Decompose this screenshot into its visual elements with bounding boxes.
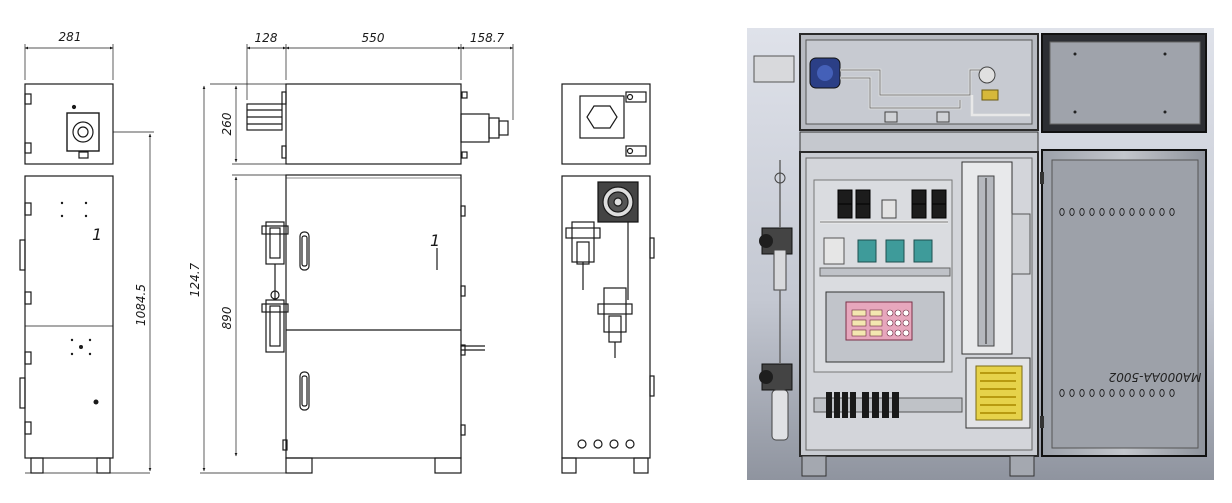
dim-pipe-extension: 128 bbox=[255, 31, 278, 45]
dim-right-extension: 158.7 bbox=[470, 31, 505, 45]
dim-overall-front-height: 124.7 bbox=[188, 262, 202, 297]
device-label: MA000AA-5002 bbox=[1109, 370, 1202, 384]
render-view bbox=[747, 28, 1214, 480]
dim-cabinet-height: 890 bbox=[220, 306, 234, 329]
side-door-mark: 1 bbox=[92, 225, 102, 244]
dim-overall-side-height: 1084.5 bbox=[134, 284, 148, 326]
dim-side-width: 281 bbox=[59, 30, 82, 44]
dim-front-width: 550 bbox=[362, 31, 385, 45]
front-view bbox=[200, 44, 514, 474]
side-view bbox=[19, 44, 154, 474]
front-door-mark: 1 bbox=[430, 231, 440, 250]
rear-view bbox=[561, 83, 655, 474]
dim-top-box-height: 260 bbox=[220, 112, 234, 135]
